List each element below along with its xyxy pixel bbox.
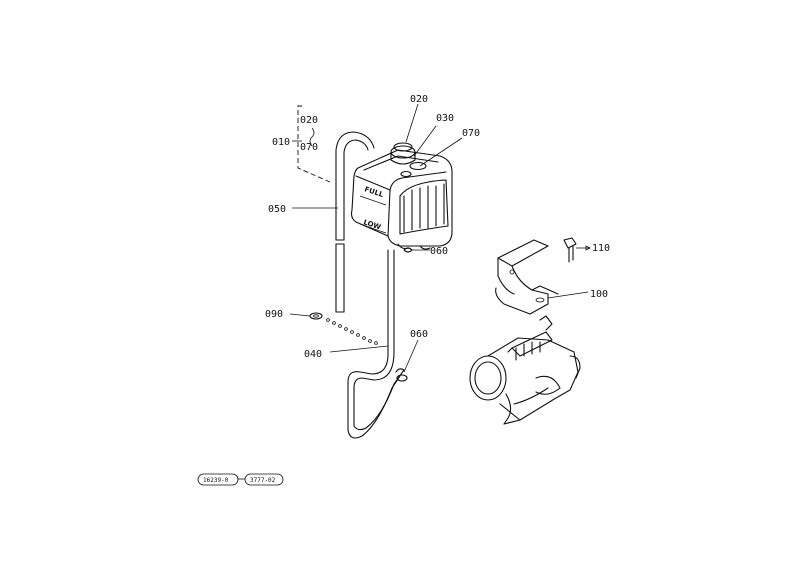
label-060-lower: 060 — [410, 329, 428, 340]
hose-clamp-lower — [395, 368, 405, 373]
gasket — [409, 161, 427, 171]
ref-code-right: 3777-02 — [250, 477, 276, 484]
label-100: 100 — [590, 289, 608, 300]
tank-cap — [390, 142, 416, 165]
bolt — [563, 237, 577, 263]
mounting-bracket — [495, 239, 559, 315]
label-090: 090 — [265, 309, 283, 320]
label-020: 020 — [410, 94, 428, 105]
label-070: 070 — [462, 128, 480, 139]
nipple — [400, 170, 412, 178]
label-030: 030 — [436, 113, 454, 124]
chain-band — [309, 312, 378, 345]
label-040: 040 — [304, 349, 322, 360]
label-050: 050 — [268, 204, 286, 215]
label-060-upper: 060 — [430, 246, 448, 257]
engine-housing — [469, 315, 581, 425]
reservoir-hose — [347, 249, 408, 439]
label-070-range-end: 070 — [300, 142, 318, 153]
label-010: 010 — [272, 137, 290, 148]
label-110: 110 — [592, 243, 610, 254]
reservoir-tank — [350, 149, 453, 250]
leader-lines — [289, 103, 591, 373]
overflow-hose — [335, 131, 375, 313]
tank-full-mark: FULL — [363, 185, 384, 199]
hose-clamp-upper — [403, 247, 430, 253]
ref-code-left: 16239-0 — [203, 477, 229, 484]
label-020-range-start: 020 — [300, 115, 318, 126]
reference-codes: 16239-0 3777-02 — [197, 473, 284, 486]
assembly-bracket — [292, 105, 331, 183]
